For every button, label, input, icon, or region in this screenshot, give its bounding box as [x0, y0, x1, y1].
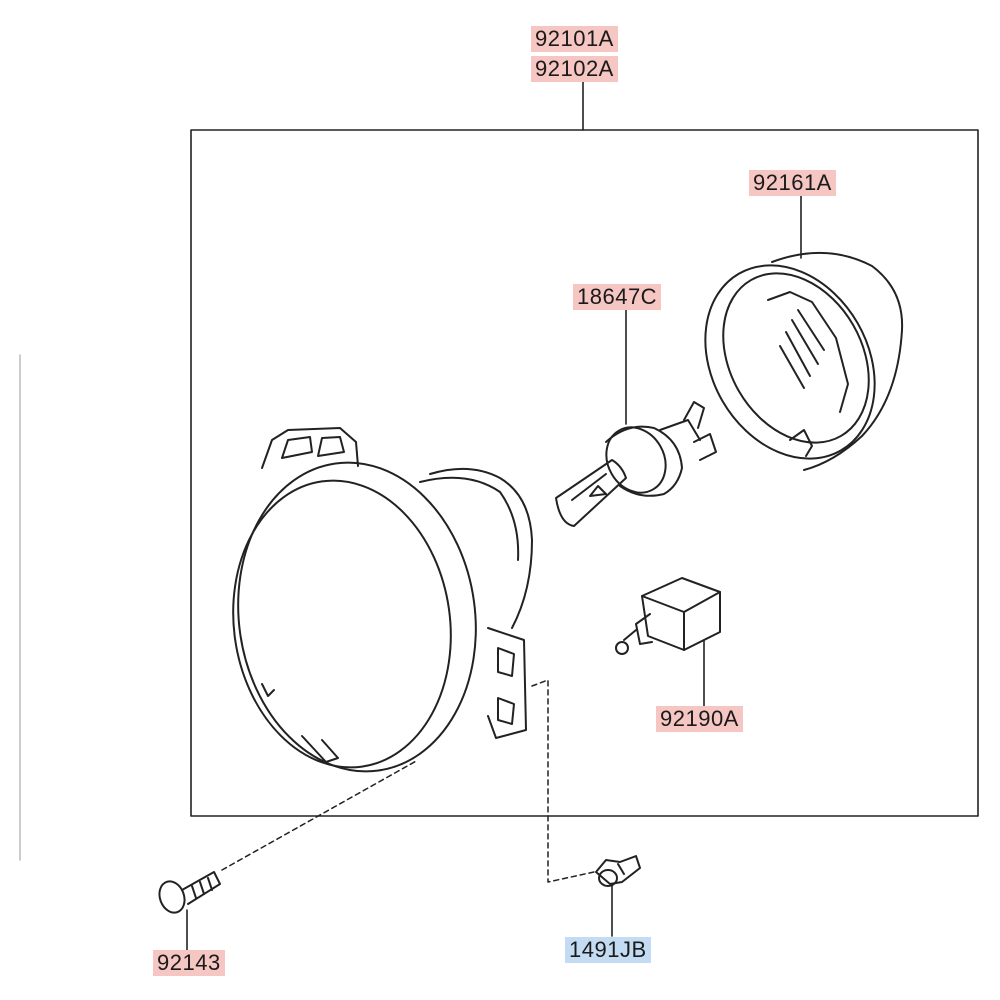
rear-cover[interactable] — [671, 235, 908, 490]
label-assembly-92102A[interactable]: 92102A — [531, 56, 618, 82]
clip[interactable] — [595, 855, 641, 887]
label-cover[interactable]: 92161A — [749, 170, 836, 196]
assembly-box — [190, 129, 979, 817]
screw-assembly-line — [221, 759, 419, 871]
label-socket[interactable]: 92190A — [656, 706, 743, 732]
screw[interactable] — [155, 871, 221, 916]
bulb-socket[interactable] — [615, 577, 721, 655]
label-screw[interactable]: 92143 — [153, 950, 225, 976]
label-assembly-92101A[interactable]: 92101A — [531, 26, 618, 52]
label-bulb[interactable]: 18647C — [573, 284, 662, 310]
halogen-bulb[interactable] — [555, 401, 717, 527]
clip-assembly-line — [531, 679, 595, 883]
label-clip[interactable]: 1491JB — [565, 937, 651, 963]
fog-lamp-housing[interactable] — [215, 427, 533, 787]
